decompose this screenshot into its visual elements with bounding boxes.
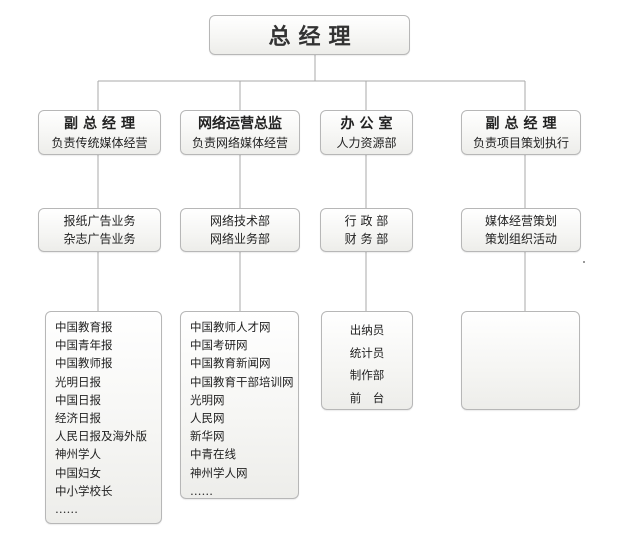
- unit-box-2: 网络技术部 网络业务部: [180, 208, 300, 252]
- list-item: 中国教育报: [55, 320, 113, 334]
- unit-label: 策划组织活动: [484, 232, 557, 246]
- unit-box-1: 报纸广告业务 杂志广告业务: [38, 208, 161, 252]
- list-item: ……: [190, 483, 213, 498]
- list-item: 神州学人网: [190, 465, 248, 480]
- dept-title: 网络运营总监: [198, 115, 282, 132]
- unit-label: 行 政 部: [344, 214, 389, 228]
- list-item: 经济日报: [55, 411, 101, 426]
- list-item: 前 台: [349, 390, 385, 405]
- list-item: 统计员: [349, 345, 385, 360]
- unit-label: 网络业务部: [209, 232, 270, 246]
- list-item: 中国考研网: [190, 338, 248, 353]
- dept-title: 副总经理: [64, 115, 140, 132]
- list-item: ……: [55, 502, 78, 517]
- unit-label: 媒体经营策划: [484, 214, 557, 228]
- unit-label: 财 务 部: [344, 232, 389, 246]
- list-item: 中青在线: [190, 447, 236, 462]
- dept-box-4: 副总经理 负责项目策划执行: [461, 110, 581, 155]
- top-box: 总经理: [209, 15, 410, 55]
- dept-box-3: 办公室 人力资源部: [320, 110, 413, 155]
- list-item: 光明日报: [55, 374, 101, 389]
- list-item: 中国妇女: [55, 465, 101, 480]
- unit-box-4: 媒体经营策划 策划组织活动: [461, 208, 581, 252]
- dept-subtitle: 负责网络媒体经营: [191, 135, 288, 150]
- dept-subtitle: 人力资源部: [336, 135, 397, 150]
- list-item: 新华网: [190, 429, 225, 444]
- list-item: 中国日报: [55, 392, 101, 407]
- list-item: 中国教育新闻网: [190, 356, 271, 371]
- dept-subtitle: 负责项目策划执行: [472, 135, 569, 150]
- list-item: 中国教育干部培训网: [190, 374, 294, 389]
- unit-box-3: 行 政 部 财 务 部: [320, 208, 413, 252]
- list-item: 中国教师报: [55, 356, 113, 371]
- unit-label: 杂志广告业务: [63, 232, 136, 246]
- dept-title: 办公室: [340, 115, 398, 132]
- dept-title: 副总经理: [485, 115, 562, 132]
- top-title: 总经理: [268, 25, 359, 50]
- list-item: 光明网: [190, 392, 225, 407]
- dept-box-1: 副总经理 负责传统媒体经营: [38, 110, 161, 155]
- list-box-3: 出纳员 统计员 制作部 前 台: [321, 311, 413, 410]
- list-item: 中小学校长: [55, 483, 113, 498]
- dept-subtitle: 负责传统媒体经营: [51, 135, 148, 150]
- unit-label: 网络技术部: [209, 214, 270, 228]
- list-item: 人民网: [190, 411, 225, 426]
- list-item: 制作部: [349, 368, 385, 382]
- list-item: 中国青年报: [55, 338, 113, 353]
- list-box-1: 中国教育报 中国青年报 中国教师报 光明日报 中国日报 经济日报 人民日报及海外…: [45, 311, 162, 524]
- stray-dot: [583, 261, 585, 263]
- list-box-4-empty: [461, 311, 580, 410]
- list-item: 神州学人: [55, 447, 101, 462]
- unit-label: 报纸广告业务: [63, 214, 136, 228]
- dept-box-2: 网络运营总监 负责网络媒体经营: [180, 110, 300, 155]
- list-item: 人民日报及海外版: [55, 429, 147, 444]
- list-item: 出纳员: [349, 323, 385, 337]
- list-item: 中国教师人才网: [190, 320, 271, 334]
- list-box-2: 中国教师人才网 中国考研网 中国教育新闻网 中国教育干部培训网 光明网 人民网 …: [180, 311, 299, 499]
